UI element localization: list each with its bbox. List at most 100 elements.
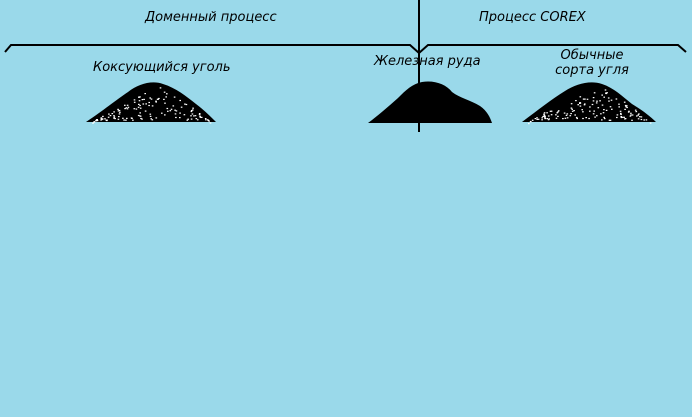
coal-speckle bbox=[563, 112, 566, 114]
coal-speckle bbox=[569, 115, 572, 117]
coal-speckle bbox=[133, 101, 136, 103]
coal-speckle bbox=[565, 114, 568, 116]
coal-speckle bbox=[602, 112, 605, 114]
coal-speckle bbox=[105, 119, 108, 121]
coal-speckle bbox=[144, 93, 146, 95]
coal-speckle bbox=[601, 94, 603, 96]
coal-speckle bbox=[592, 113, 595, 115]
coal-speckle bbox=[118, 113, 121, 115]
coal-speckle bbox=[637, 114, 639, 116]
coal-speckle bbox=[640, 116, 643, 118]
coal-speckle bbox=[191, 109, 194, 111]
coal-speckle bbox=[536, 118, 538, 120]
coal-speckle bbox=[151, 119, 154, 121]
coal-speckle bbox=[149, 97, 151, 99]
coal-speckle bbox=[626, 105, 628, 107]
coal-speckle bbox=[138, 96, 140, 98]
coal-speckle bbox=[534, 118, 537, 120]
coal-speckle bbox=[143, 98, 145, 100]
coal-speckle bbox=[596, 100, 598, 102]
coal-speckle bbox=[158, 97, 160, 100]
coal-speckle bbox=[586, 98, 589, 100]
coal-speckle bbox=[139, 115, 141, 117]
coal-speckle bbox=[608, 119, 611, 121]
coal-speckle bbox=[140, 117, 142, 120]
coal-speckle bbox=[606, 92, 608, 94]
coal-speckle bbox=[148, 101, 150, 104]
coal-speckle bbox=[114, 118, 116, 120]
coal-speckle bbox=[635, 111, 638, 113]
coal-speckle bbox=[133, 99, 136, 101]
coal-speckle bbox=[592, 100, 595, 102]
coal-speckle bbox=[141, 118, 143, 120]
coal-speckle bbox=[543, 112, 546, 114]
coal-speckle bbox=[113, 117, 115, 119]
coal-speckle bbox=[117, 108, 119, 110]
coal-speckle bbox=[190, 110, 193, 112]
coal-speckle bbox=[122, 117, 124, 119]
coal-speckle bbox=[544, 116, 546, 118]
coal-speckle bbox=[159, 87, 162, 89]
coal-speckle bbox=[548, 118, 550, 120]
coal-speckle bbox=[615, 98, 618, 100]
coal-speckle bbox=[609, 106, 612, 108]
coal-speckle bbox=[96, 119, 98, 121]
coal-speckle bbox=[585, 117, 587, 119]
coal-speckle bbox=[555, 114, 557, 116]
coal-speckle bbox=[126, 108, 129, 110]
coal-speckle bbox=[603, 109, 605, 111]
coal-speckle bbox=[185, 103, 188, 106]
coal-speckle bbox=[190, 110, 193, 113]
coal-speckle bbox=[528, 123, 530, 125]
coal-speckle bbox=[148, 104, 150, 107]
coal-speckle bbox=[620, 116, 623, 119]
ordinary-coal-label-line1: Обычные bbox=[560, 48, 624, 63]
coal-speckle bbox=[537, 118, 540, 120]
coal-speckle bbox=[144, 110, 147, 112]
coal-speckle bbox=[625, 106, 627, 108]
coal-speckle bbox=[130, 117, 133, 119]
iron-ore-label: Железная руда bbox=[374, 54, 481, 69]
coal-speckle bbox=[547, 119, 550, 121]
coal-speckle bbox=[593, 92, 596, 94]
coal-speckle bbox=[570, 103, 573, 105]
coal-speckle bbox=[118, 116, 120, 118]
coal-speckle bbox=[191, 113, 194, 115]
coal-speckle bbox=[108, 113, 110, 115]
coal-speckle bbox=[637, 118, 640, 120]
coal-speckle bbox=[104, 118, 106, 120]
coal-speckle bbox=[113, 111, 115, 113]
coal-speckle bbox=[631, 114, 634, 116]
coal-speckle bbox=[607, 97, 610, 99]
coal-speckle bbox=[570, 113, 572, 115]
coal-speckle bbox=[643, 119, 645, 121]
coal-speckle bbox=[593, 110, 595, 112]
coal-speckle bbox=[630, 114, 632, 116]
coal-speckle bbox=[582, 111, 584, 113]
blast-furnace-header: Доменный процесс bbox=[145, 10, 277, 25]
coal-speckle bbox=[138, 100, 141, 102]
coal-speckle bbox=[616, 114, 619, 116]
coal-speckle bbox=[636, 115, 638, 117]
coal-speckle bbox=[584, 103, 586, 105]
coal-speckle bbox=[127, 106, 130, 108]
coal-speckle bbox=[579, 105, 582, 107]
coal-speckle bbox=[594, 116, 596, 118]
coal-speckle bbox=[605, 92, 608, 95]
coal-speckle bbox=[649, 122, 652, 124]
coal-speckle bbox=[172, 105, 175, 107]
coal-speckle bbox=[624, 118, 627, 120]
coal-speckle bbox=[163, 98, 165, 100]
coal-speckle bbox=[621, 116, 624, 118]
coal-speckle bbox=[546, 118, 548, 120]
coal-speckle bbox=[581, 109, 583, 111]
coal-speckle bbox=[123, 119, 125, 121]
coal-speckle bbox=[117, 118, 120, 120]
coal-speckle bbox=[190, 118, 193, 120]
coal-speckle bbox=[170, 108, 173, 110]
coal-speckle bbox=[599, 100, 601, 102]
coal-speckle bbox=[194, 115, 197, 117]
coal-speckle bbox=[618, 103, 620, 105]
coal-speckle bbox=[109, 115, 112, 117]
coal-speckle bbox=[579, 96, 582, 98]
